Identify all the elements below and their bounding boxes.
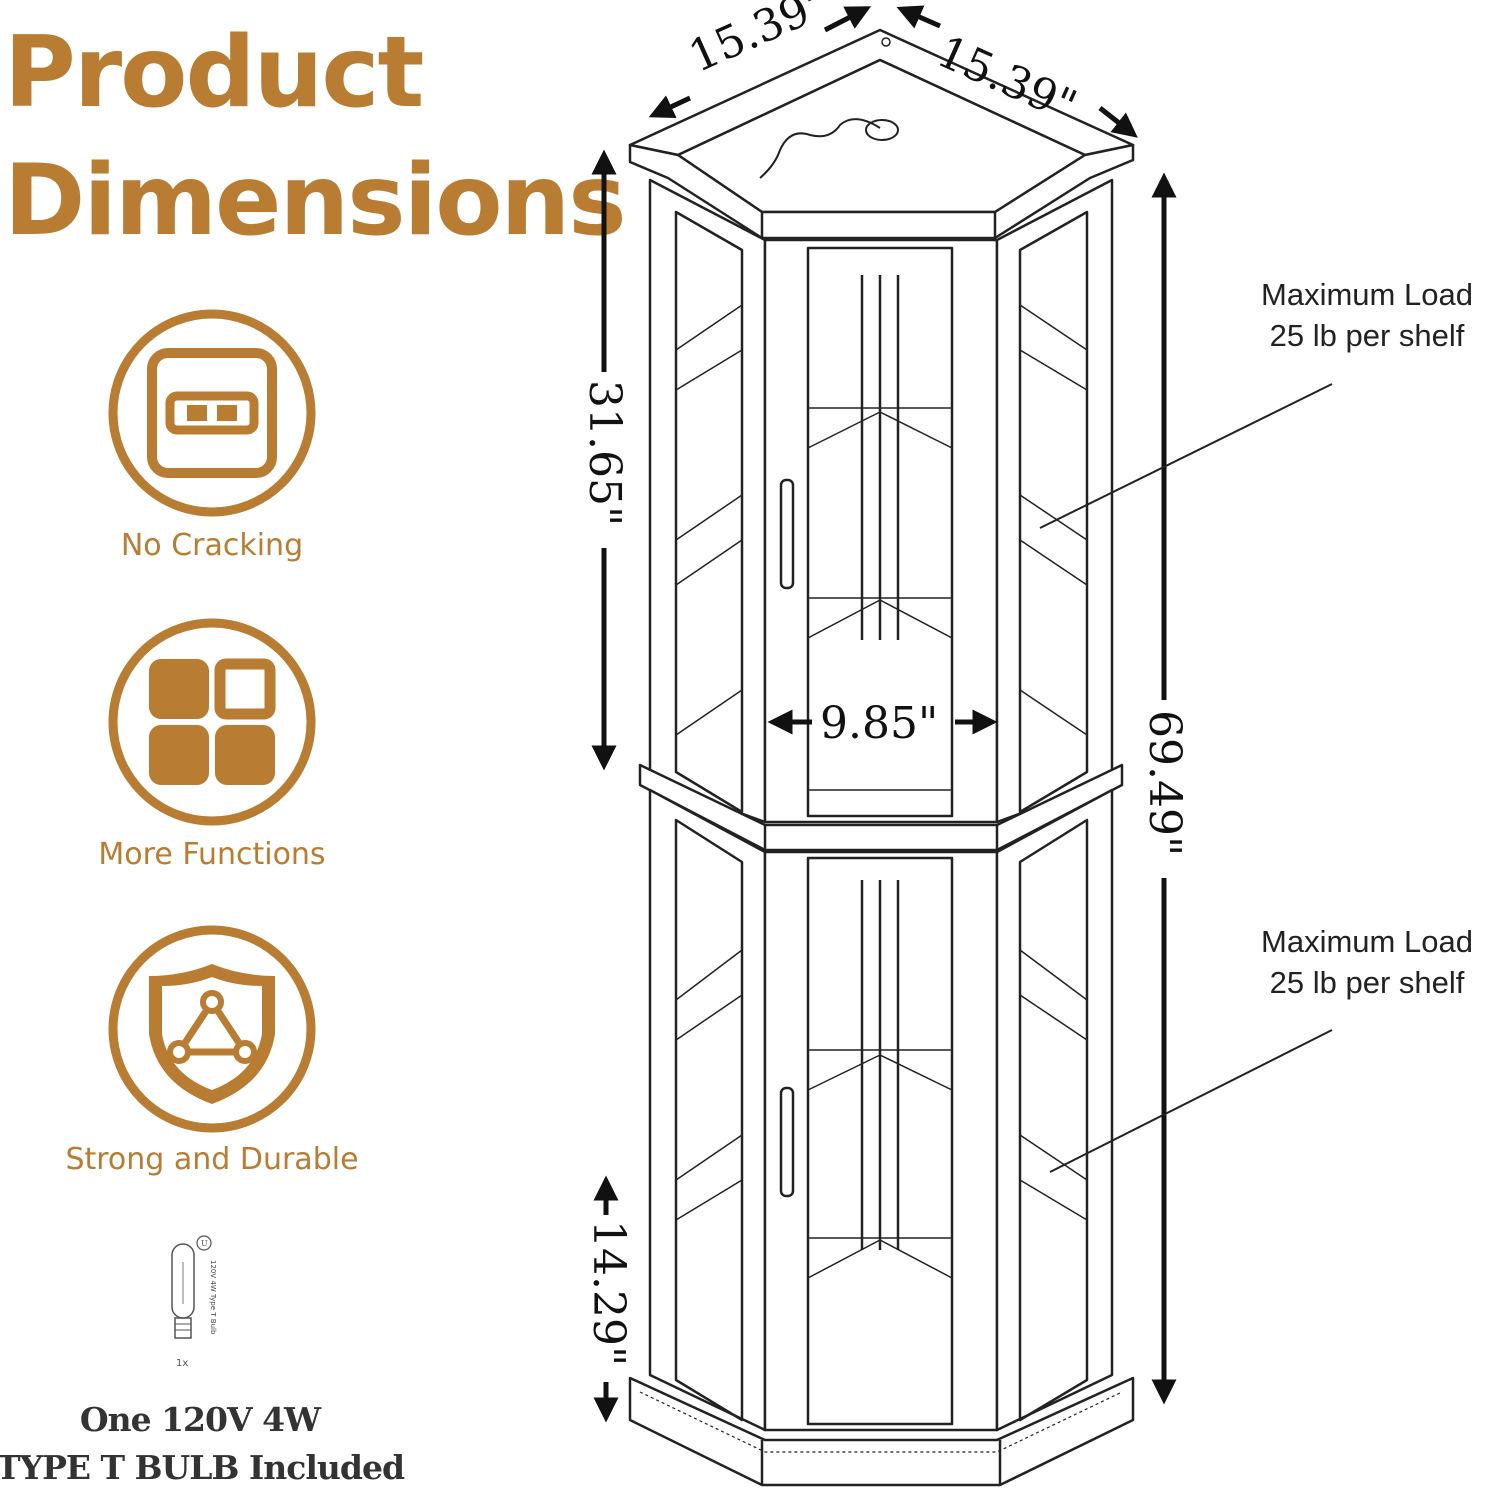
svg-text:U: U bbox=[201, 1239, 208, 1248]
load-label-upper-line2: 25 lb per shelf bbox=[1269, 317, 1465, 353]
bulb-caption-line-1: One 120V 4W bbox=[79, 1400, 321, 1439]
load-label-upper-line1: Maximum Load bbox=[1261, 277, 1473, 312]
shield-icon bbox=[107, 924, 317, 1134]
grid-icon bbox=[107, 617, 317, 827]
dim-total-height: 69.49" bbox=[1139, 710, 1190, 857]
load-label-lower-line2: 25 lb per shelf bbox=[1269, 964, 1465, 1000]
dim-base-height: 14.29" bbox=[583, 1220, 634, 1367]
load-label-upper: Maximum Load 25 lb per shelf bbox=[1232, 275, 1486, 357]
bulb-icon: U bbox=[160, 1232, 230, 1352]
bulb-caption-line-2: TYPE T BULB Included bbox=[0, 1448, 405, 1487]
load-label-lower-line1: Maximum Load bbox=[1261, 924, 1473, 959]
feature-label-more-functions: More Functions bbox=[98, 837, 326, 872]
load-label-lower: Maximum Load 25 lb per shelf bbox=[1232, 922, 1486, 1004]
dim-door-width: 9.85" bbox=[820, 698, 939, 749]
feature-label-strong-durable: Strong and Durable bbox=[65, 1142, 359, 1177]
title-line-2: Dimensions bbox=[4, 144, 627, 258]
dim-upper-height: 31.65" bbox=[579, 380, 630, 527]
socket-icon bbox=[107, 308, 317, 518]
bulb-quantity: 1x bbox=[176, 1358, 189, 1369]
title-line-1: Product bbox=[4, 16, 424, 130]
feature-label-no-cracking: No Cracking bbox=[120, 528, 304, 563]
